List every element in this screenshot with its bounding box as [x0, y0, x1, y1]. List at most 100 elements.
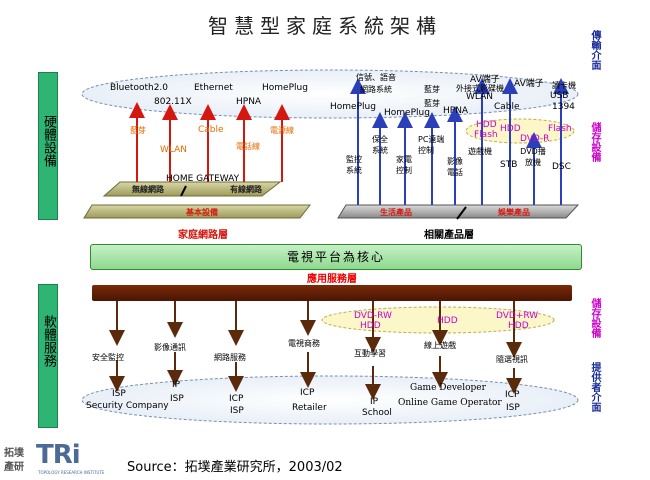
security-system-label: 保全系統 [372, 135, 388, 155]
hdd-d-label: HDD [437, 316, 458, 326]
hdd-e-label: HDD [508, 321, 529, 331]
info-audio-label: 信號、語音 [356, 73, 396, 82]
tri-logo: 拓墣 產研 TRi TOPOLOGY RESEARCH INSTITUTE [4, 440, 124, 478]
school-label: School [362, 408, 392, 418]
hardware-label: 硬體設備 [41, 115, 56, 167]
flash-b-label: Flash [548, 124, 572, 134]
network-service: 網路服務 [214, 353, 246, 362]
life-products-label: 生活產品 [380, 208, 412, 217]
hdd-c-label: HDD [360, 321, 381, 331]
logo-cn-top: 拓墣 [4, 448, 24, 459]
cable-b-label: Cable [494, 102, 520, 112]
page-title: 智慧型家庭系統架構 [208, 14, 442, 38]
service-layer-label: 應用服務層 [307, 274, 357, 285]
hpna-b-label: HPNA [443, 106, 469, 116]
service-layer-bar [92, 285, 572, 301]
usb-label: USB [550, 91, 569, 101]
logo-subtitle: TOPOLOGY RESEARCH INSTITUTE [38, 470, 105, 475]
home-gateway-label: HOME GATEWAY [166, 174, 240, 184]
hdd-b-label: HDD [500, 124, 521, 134]
logo-tri: TRi [36, 440, 81, 470]
hpna-label: HPNA [236, 97, 262, 107]
logo-cn-bottom: 產研 [4, 462, 24, 473]
dvdr-label: DVD-R [520, 134, 550, 144]
pc-remote-label: PC遠端控制 [418, 135, 445, 155]
online-game-service: 線上遊戲 [424, 341, 456, 350]
transmission-label: 傳輸介面 [589, 30, 600, 70]
tv-commerce-service: 電視商務 [288, 339, 320, 348]
av-tip-label: AV端子 [470, 75, 500, 85]
icp1-label: ICP [229, 394, 244, 404]
base-platform [83, 204, 312, 219]
dvdrw-a-label: DVD-RW [354, 311, 392, 321]
isp1-label: ISP [112, 389, 126, 399]
network-system-label: 網路系統 [360, 85, 392, 94]
related-products-layer-label: 相關產品層 [424, 230, 474, 241]
bluetooth-label: Bluetooth2.0 [110, 83, 169, 93]
isp4-label: ISP [506, 403, 520, 413]
isp2-label: ISP [170, 394, 184, 404]
provider-label: 提供者介面 [589, 362, 600, 412]
storage-label-top: 儲存設備 [589, 122, 600, 162]
software-label: 軟體服務 [41, 315, 56, 367]
hardware-sidebar: 硬體設備 [38, 72, 58, 220]
platform-slash [456, 206, 467, 220]
storage-ellipse-top [465, 118, 575, 144]
software-sidebar: 軟體服務 [38, 284, 58, 428]
icp2-label: ICP [300, 388, 315, 398]
entertainment-products-label: 娛樂產品 [498, 208, 530, 217]
ip2-label: IP [370, 397, 379, 407]
av-tip2-label: AV端子 [514, 79, 544, 89]
storage-label-bottom: 儲存設備 [589, 298, 600, 338]
tv-platform-core-bar: 電視平台為核心 [90, 244, 582, 270]
bluetooth-hw-label: 藍芽 [130, 126, 146, 135]
storage-ellipse-bottom [321, 306, 555, 334]
i1394-label: 1394 [552, 102, 575, 112]
phone-line-label: 電話線 [236, 142, 260, 151]
ip1-label: IP [172, 380, 181, 390]
homeplug-a-label: HomePlug [330, 102, 376, 112]
appliance-control-label: 家電控制 [396, 155, 412, 175]
video-phone-label: 影像電話 [447, 157, 463, 177]
icp3-label: ICP [505, 390, 520, 400]
source-citation: Source：拓墣產業研究所，2003/02 [127, 460, 343, 475]
dsc-label: DSC [552, 162, 571, 172]
security-monitor-service: 安全監控 [92, 353, 124, 362]
interactive-learning-service: 互動學習 [354, 349, 386, 358]
game-developer-label: Game Developer [410, 383, 486, 393]
isp3-label: ISP [230, 406, 244, 416]
gateway-slash [180, 185, 187, 197]
base-equipment-label: 基本設備 [186, 208, 218, 217]
power-line-label: 電源線 [270, 126, 294, 135]
card-reader-label: 讀卡機 [552, 81, 576, 90]
wlan-hw-label: WLAN [160, 145, 188, 155]
ethernet-label: Ethernet [194, 83, 233, 93]
external-disc-label: 外接式影碟機 [456, 84, 504, 93]
monitor-system-label: 監控系統 [346, 155, 362, 175]
home-gateway-platform [102, 181, 282, 197]
homeplug-top-label: HomePlug [262, 83, 308, 93]
bluetooth-cn-top-label: 藍芽 [424, 85, 440, 94]
flash-a-label: Flash [474, 130, 498, 140]
video-communication-service: 影像通訊 [154, 343, 186, 352]
wlan-top-label: WLAN [466, 92, 494, 102]
product-platform [337, 204, 580, 219]
bluetooth-b-label: 藍芽 [424, 99, 440, 108]
dvd-player-label: DVD播放機 [520, 147, 546, 167]
security-company-label: Security Company [86, 401, 169, 411]
homeplug-b-label: HomePlug [384, 108, 430, 118]
retailer-label: Retailer [292, 403, 327, 413]
stb-label: STB [500, 160, 518, 170]
dvdrw-b-label: DVD+RW [496, 311, 539, 321]
online-game-operator-label: Online Game Operator [398, 398, 502, 408]
wlan-80211-label: 802.11X [154, 97, 192, 107]
wired-network-label: 有線網路 [230, 185, 262, 194]
cable-label: Cable [198, 125, 224, 135]
video-on-demand-service: 隨選視訊 [496, 355, 528, 364]
wireless-network-label: 無線網路 [132, 185, 164, 194]
hdd-a-label: HDD [476, 120, 497, 130]
provider-ellipse [81, 375, 579, 425]
game-console-label: 遊戲機 [468, 147, 492, 156]
home-network-layer-label: 家庭網路層 [178, 230, 228, 241]
